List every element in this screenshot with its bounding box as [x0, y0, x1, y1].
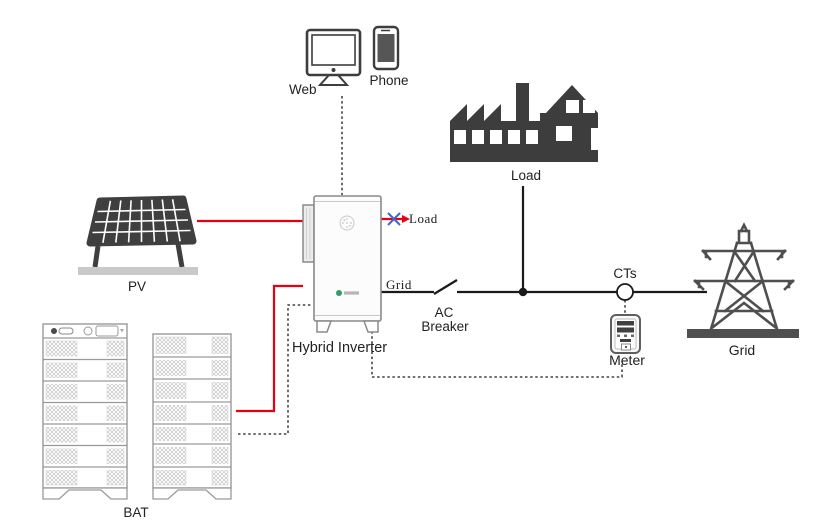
battery-tower-2	[152, 333, 232, 500]
battery-module-separators	[43, 356, 127, 470]
factory-icon	[450, 83, 598, 162]
grid-tower-label: Grid	[728, 342, 756, 358]
smartphone-icon	[372, 25, 400, 71]
meter-label: Meter	[609, 352, 645, 368]
ac-breaker-label-line2: Breaker	[421, 319, 469, 334]
energy-meter-icon	[610, 314, 641, 354]
grid-port-label: Grid	[386, 277, 412, 292]
hybrid-inverter-label: Hybrid Inverter	[292, 340, 388, 356]
desktop-monitor-icon	[305, 28, 362, 86]
backup-load-port-label: Load	[409, 211, 438, 226]
battery-power-line	[236, 284, 303, 413]
load-factory-label: Load	[510, 168, 542, 183]
inverter-logo	[336, 290, 359, 296]
hybrid-inverter-icon	[302, 195, 382, 333]
junction-dot	[518, 287, 528, 297]
backup-load-line	[381, 215, 410, 223]
meter-comm-line	[371, 326, 623, 378]
battery-control-panel	[43, 325, 127, 339]
solar-panel-icon	[78, 195, 198, 275]
web-label: Web	[289, 82, 317, 97]
ct-clamp-icon	[616, 283, 634, 301]
ac-breaker-label-line1: AC	[434, 305, 454, 320]
battery-comm-line	[238, 304, 311, 435]
battery-tower-1	[42, 323, 128, 500]
transmission-tower-icon	[687, 222, 799, 338]
cts-label: CTs	[613, 266, 637, 281]
bat-label: BAT	[123, 505, 149, 520]
breaker-icon	[433, 279, 458, 295]
phone-label: Phone	[369, 73, 409, 88]
pv-label: PV	[127, 279, 147, 294]
blue-cross-icon	[387, 212, 401, 226]
battery-module-separators	[153, 354, 231, 470]
